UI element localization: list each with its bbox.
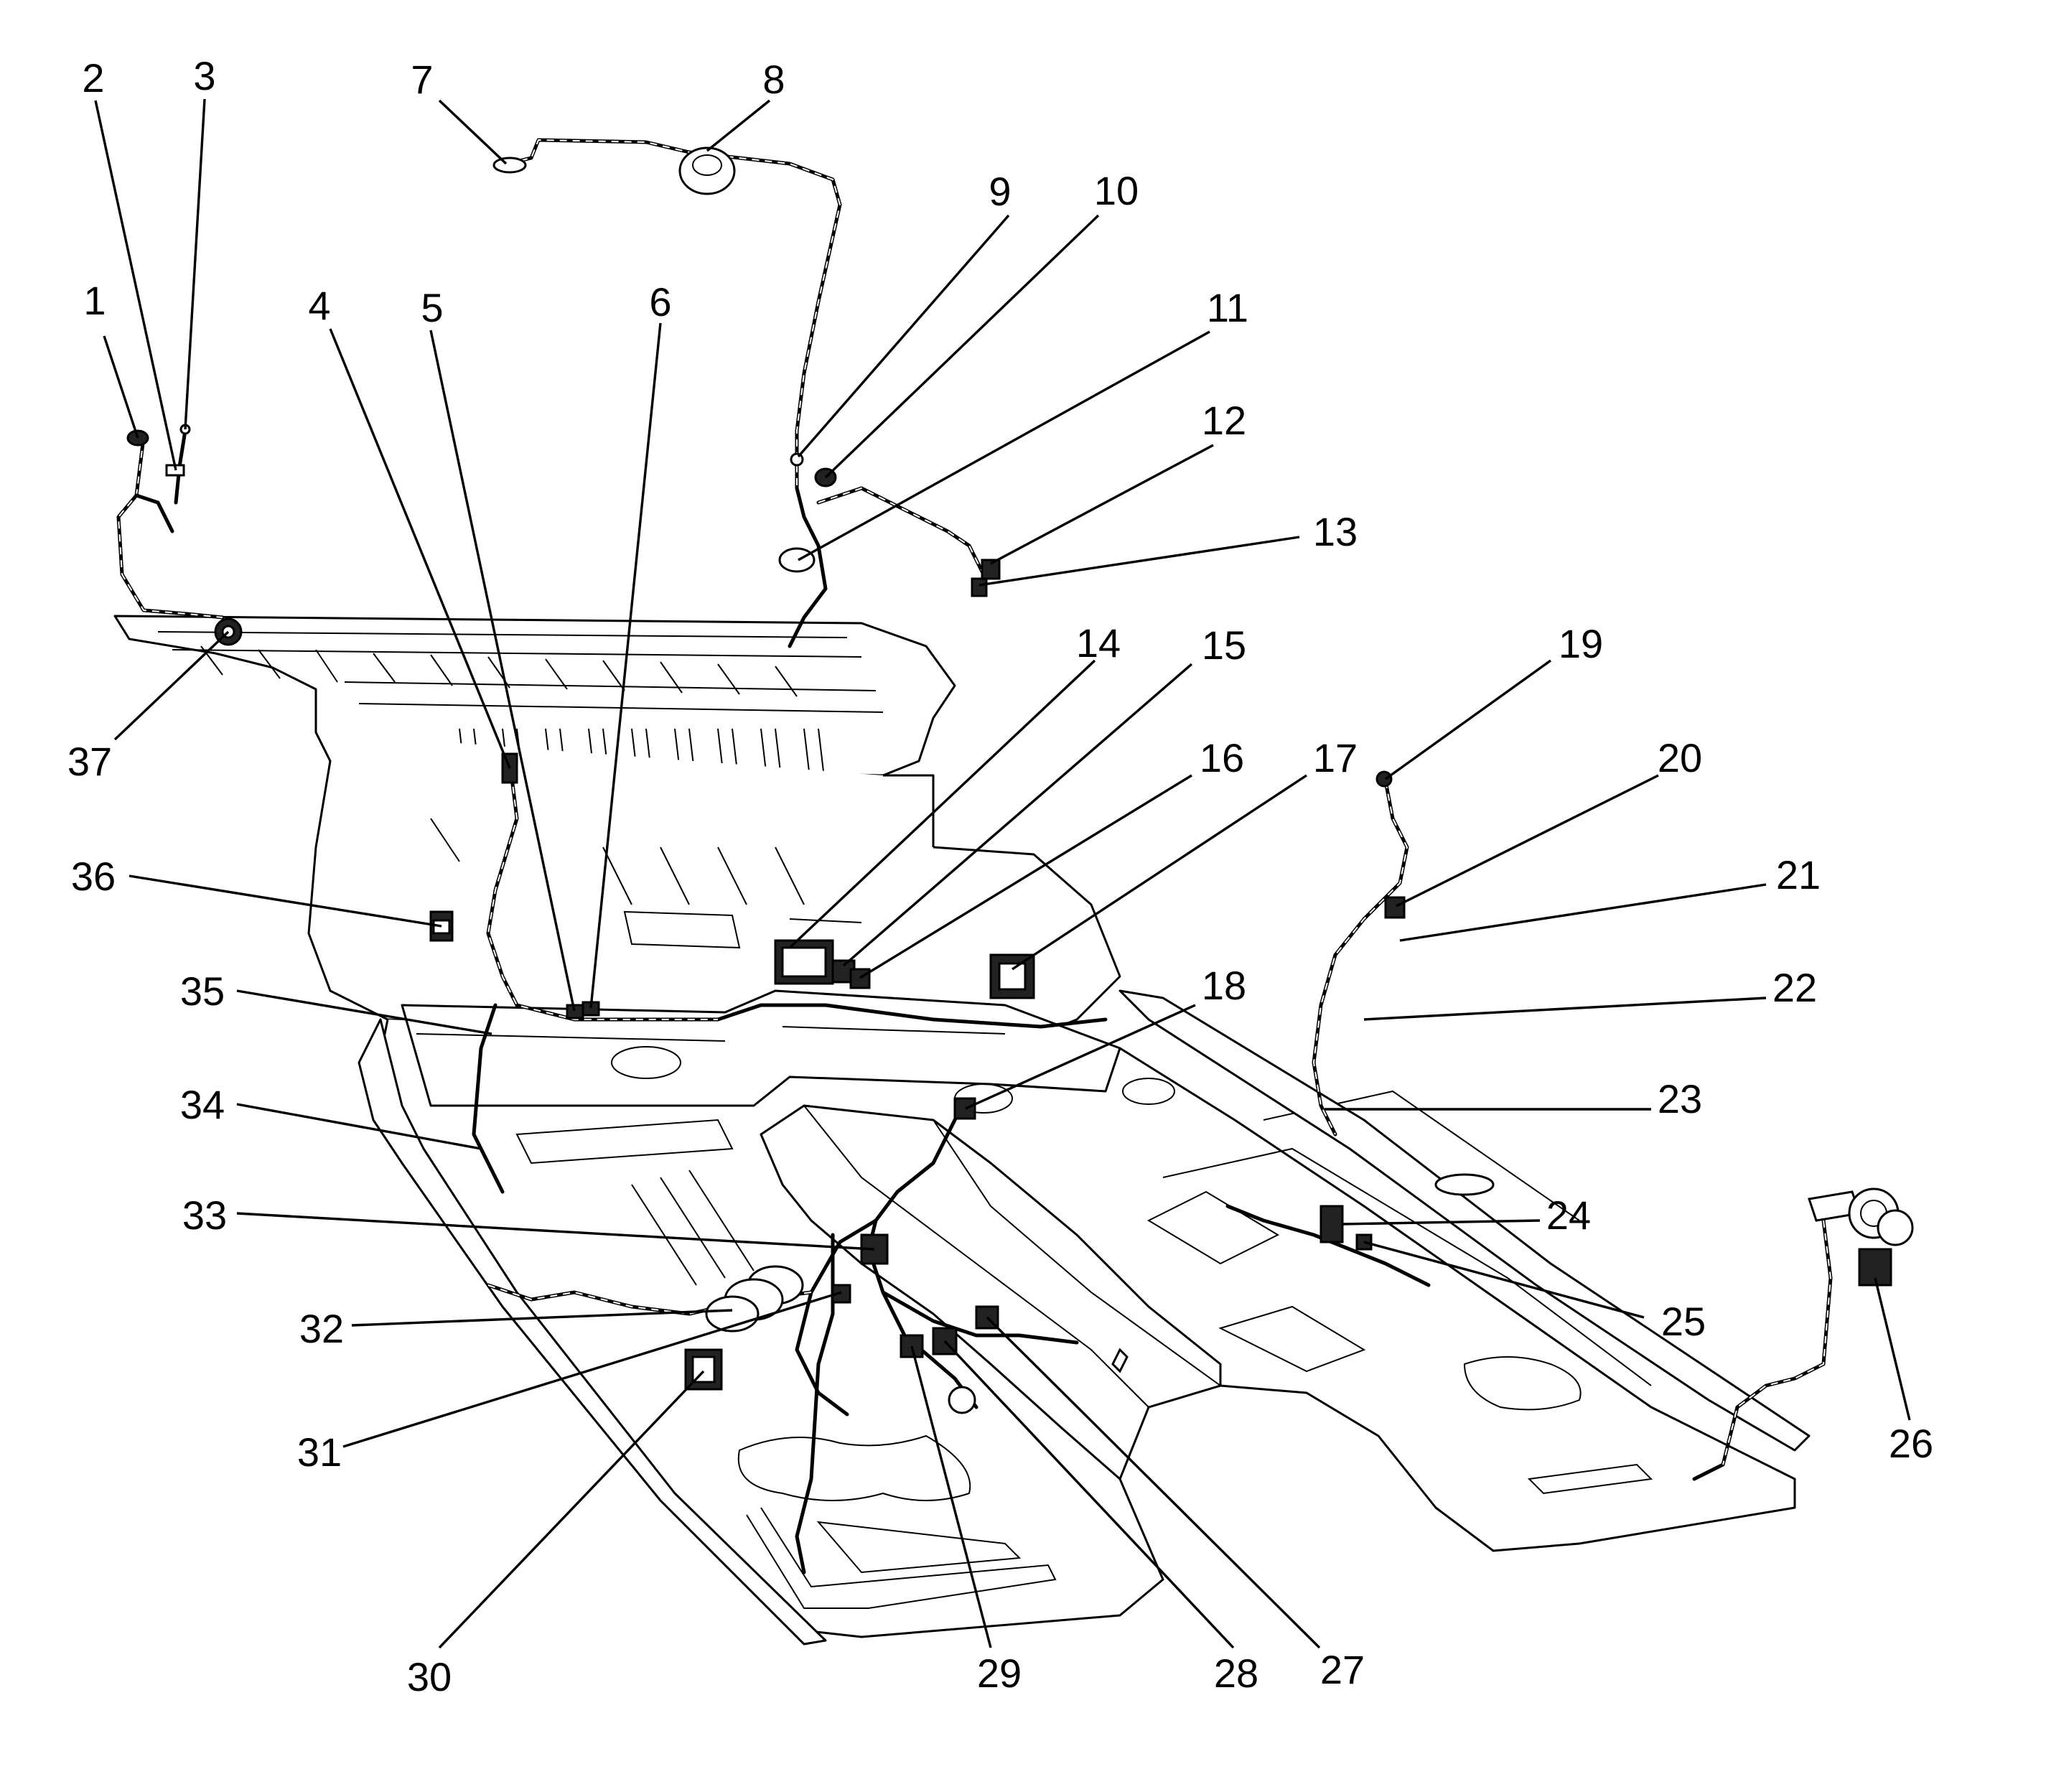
callout-19: 19 (1559, 621, 1603, 666)
leader-lines (94, 98, 1911, 1649)
callout-11: 11 (1207, 285, 1248, 330)
callout-20: 20 (1658, 735, 1702, 780)
callout-1: 1 (83, 278, 106, 323)
sensor-26-icon (1808, 1187, 1914, 1287)
callout-3: 3 (193, 53, 215, 98)
callout-13: 13 (1313, 509, 1358, 554)
callout-16: 16 (1200, 735, 1244, 780)
callout-8: 8 (762, 57, 785, 102)
callout-6: 6 (649, 279, 671, 325)
callout-14: 14 (1076, 620, 1121, 666)
callout-24: 24 (1546, 1193, 1591, 1238)
connector-24-icon (1319, 1205, 1344, 1243)
connector-11-icon (778, 547, 816, 573)
floor-pan (113, 615, 1811, 1646)
callout-labels: 1 2 3 4 5 6 7 8 9 10 11 12 13 14 15 16 1… (67, 53, 1933, 1699)
callout-18: 18 (1202, 963, 1246, 1008)
callout-27: 27 (1320, 1647, 1365, 1692)
callout-15: 15 (1202, 622, 1246, 668)
connectors (126, 146, 1914, 1414)
grommet-32-icon (705, 1265, 804, 1333)
callout-32: 32 (299, 1306, 344, 1351)
callout-29: 29 (977, 1651, 1022, 1696)
connector-18-icon (953, 1097, 976, 1120)
harness-right (1225, 779, 1833, 1481)
callout-10: 10 (1094, 168, 1139, 213)
callout-30: 30 (407, 1654, 452, 1699)
callout-35: 35 (180, 969, 225, 1014)
callout-4: 4 (308, 283, 330, 328)
connector-5-icon (566, 1004, 584, 1019)
connector-20-icon (1384, 896, 1406, 919)
connector-19-icon (1375, 770, 1393, 788)
callout-7: 7 (411, 57, 433, 102)
callout-22: 22 (1772, 965, 1817, 1010)
callout-28: 28 (1214, 1651, 1258, 1696)
mid-floor-ribs (430, 818, 862, 949)
callout-25: 25 (1661, 1299, 1706, 1344)
callout-17: 17 (1313, 735, 1358, 780)
callout-2: 2 (82, 55, 104, 101)
connector-13-icon (971, 577, 988, 597)
connector-7-icon (492, 157, 527, 174)
callout-31: 31 (297, 1429, 342, 1475)
callout-34: 34 (180, 1082, 225, 1127)
callout-36: 36 (71, 854, 116, 899)
callout-5: 5 (421, 285, 443, 330)
connector-29-icon (900, 1334, 924, 1358)
harness-left-rear (116, 429, 225, 620)
callout-12: 12 (1202, 398, 1246, 443)
harness-roof (493, 138, 986, 648)
callout-23: 23 (1658, 1076, 1702, 1121)
left-floor-ribs (515, 1119, 1057, 1609)
callout-26: 26 (1889, 1421, 1933, 1466)
callout-9: 9 (989, 169, 1011, 214)
callout-37: 37 (67, 739, 112, 784)
callout-33: 33 (182, 1193, 227, 1238)
callout-21: 21 (1776, 852, 1821, 897)
connector-8-icon (678, 146, 736, 195)
connector-16-icon (849, 968, 871, 989)
